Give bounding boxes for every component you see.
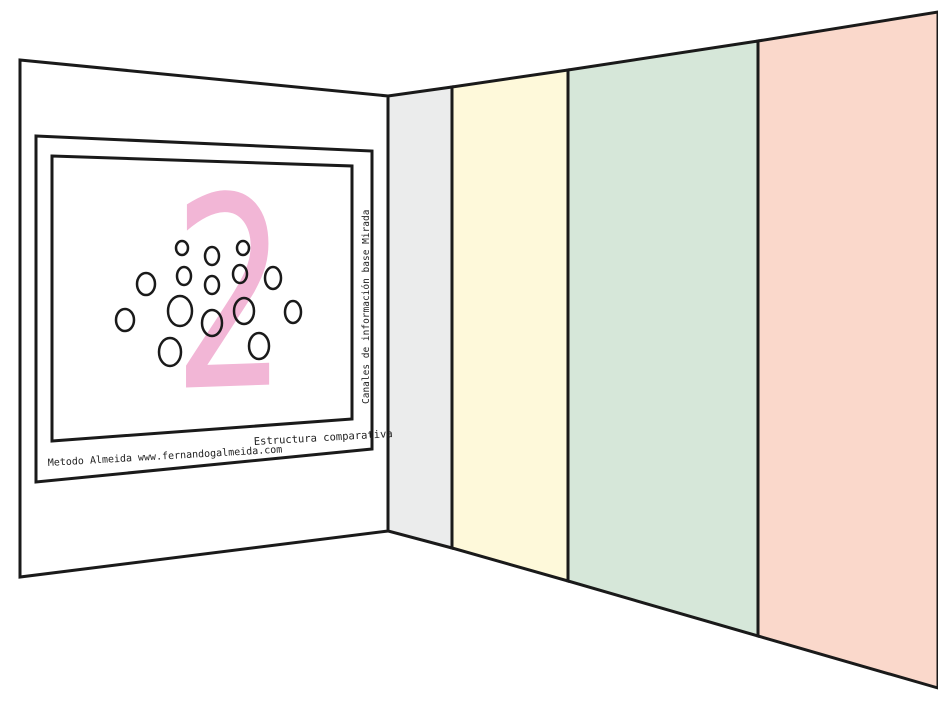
wall-panel-gray (388, 87, 452, 548)
big-number-group: 2 (173, 140, 287, 451)
wall-panel-green (568, 41, 758, 636)
wall-panel-yellow (452, 70, 568, 581)
side-caption: Canales de información base_Mirada (361, 210, 372, 404)
big-number: 2 (173, 140, 287, 451)
wall-panel-peach (758, 12, 938, 688)
